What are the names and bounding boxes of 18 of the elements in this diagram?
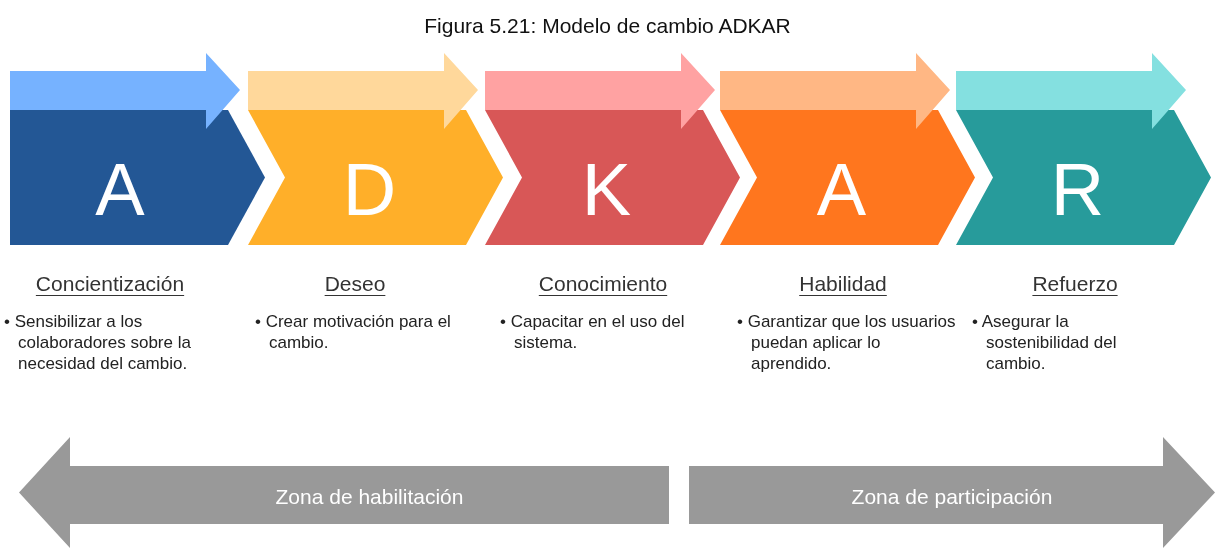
zone-label: Zona de participación (850, 486, 1054, 507)
stage-letter: K (580, 153, 633, 227)
bullet-point: • Crear motivación para el cambio. (255, 311, 452, 353)
zone-label: Zona de habilitación (274, 486, 465, 507)
stage-heading: Habilidad (799, 272, 887, 296)
stage-heading: Refuerzo (1032, 272, 1118, 296)
stage-letter: A (815, 153, 868, 227)
stage-letter: D (341, 153, 398, 227)
bullet-point: • Garantizar que los usuarios puedan aplicar lo aprendido. (737, 311, 957, 374)
bullet-point: • Capacitar en el uso del sistema. (500, 311, 686, 353)
stage-heading: Concientización (35, 272, 185, 296)
figure-title: Figura 5.21: Modelo de cambio ADKAR (423, 14, 792, 38)
stage-letter: A (94, 153, 146, 227)
bullet-point: • Sensibilizar a los colaboradores sobre la necesidad del cambio. (4, 311, 192, 374)
stage-heading: Deseo (324, 272, 386, 296)
stage-heading: Conocimiento (538, 272, 668, 296)
bullet-point: • Asegurar la sostenibilidad del cambio. (972, 311, 1118, 374)
stage-letter: R (1049, 153, 1106, 227)
